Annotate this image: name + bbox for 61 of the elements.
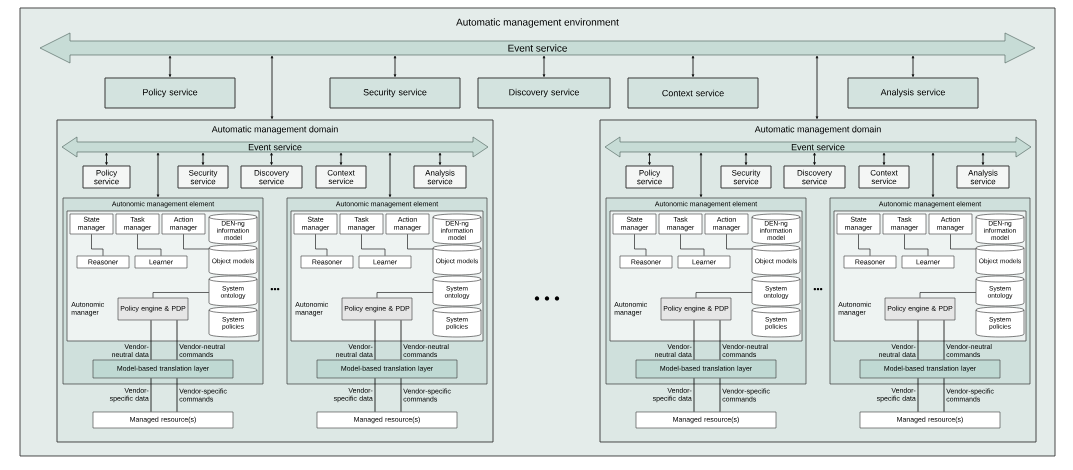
arrow (882, 152, 886, 165)
connector-line (152, 292, 210, 298)
connector-line (400, 377, 402, 413)
arrow (691, 55, 695, 77)
connector-line (374, 319, 376, 361)
connector-line (376, 292, 434, 298)
connector-line (176, 377, 178, 413)
connector-line (943, 377, 945, 413)
service-box: Security service (329, 77, 461, 109)
connector-line (137, 234, 162, 256)
ellipsis-dots: ••• (813, 287, 823, 291)
connector-line (183, 234, 210, 250)
connector-line (400, 319, 402, 361)
arrow (648, 152, 651, 165)
service-box: Policy service (104, 77, 236, 109)
connector-line (943, 319, 945, 361)
connector-line (634, 234, 647, 256)
arrow (168, 55, 172, 77)
connector-line (726, 234, 753, 250)
connector-line (176, 319, 178, 361)
connector-line (315, 234, 328, 256)
arrow (339, 152, 343, 165)
connector-line (680, 234, 705, 256)
arrow (156, 152, 160, 198)
arrow (438, 152, 442, 165)
connector-line (917, 377, 919, 413)
arrow (981, 152, 985, 165)
service-box: Discovery service (477, 77, 611, 109)
arrow (931, 152, 935, 198)
ellipsis-dots: ••• (270, 287, 280, 291)
arrow (270, 152, 273, 165)
arrow (201, 152, 205, 165)
connector-line (858, 234, 871, 256)
connector-line (407, 234, 434, 250)
connector-line (693, 319, 695, 361)
connector-line (91, 234, 104, 256)
arrow (105, 152, 108, 165)
connector-line (950, 234, 977, 250)
connector-line (904, 234, 929, 256)
service-box: Context service (627, 77, 759, 109)
arrow (542, 55, 546, 77)
connector-line (719, 319, 721, 361)
connector-line (374, 377, 376, 413)
connector-line (150, 377, 152, 413)
arrow (393, 55, 397, 77)
connector-line (917, 319, 919, 361)
arrow (813, 152, 816, 165)
arrow (270, 55, 274, 120)
arrow (744, 152, 748, 165)
arrow (815, 55, 819, 120)
service-box: Analysis service (847, 77, 979, 109)
connector-line (693, 377, 695, 413)
connector-line (719, 377, 721, 413)
arrow (911, 55, 915, 77)
connector-line (361, 234, 386, 256)
ellipsis-dots: • • • (534, 296, 560, 301)
connector-line (150, 319, 152, 361)
arrow (699, 152, 703, 198)
connector-line (695, 292, 753, 298)
connector-line (919, 292, 977, 298)
arrow (388, 152, 392, 198)
